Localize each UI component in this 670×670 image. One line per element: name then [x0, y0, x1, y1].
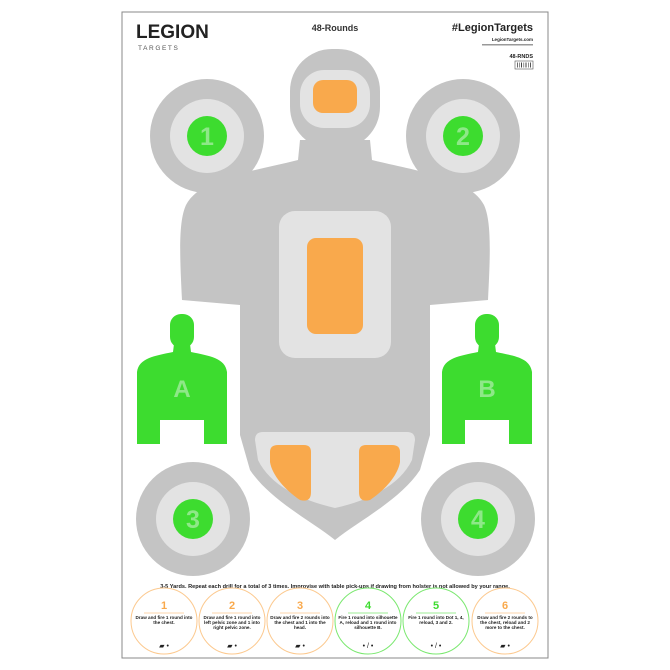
drill-text: Draw and fire 2 rounds into the chest an… [270, 615, 330, 631]
main-silhouette [180, 49, 490, 540]
drill-sequence-icon: • / • [363, 643, 374, 650]
dot-1: 1 [150, 79, 264, 193]
logo: LEGION [136, 22, 209, 43]
pelvic-right-zone [359, 445, 400, 501]
drill-circle [198, 587, 266, 655]
silhouette-a: A [137, 314, 227, 444]
drill-text: Draw and fire 1 round into left pelvic z… [203, 615, 261, 631]
drill-5: 5 • / • [402, 587, 470, 655]
drill-circle [266, 587, 334, 655]
drill-text: Fire 1 round into silhouette A, reload a… [338, 615, 398, 631]
drill-number: 5 [433, 600, 439, 612]
silhouette-b: B [442, 314, 532, 444]
logo-sub: TARGETS [138, 45, 179, 52]
drill-list: 1 ▰ • 2 ▰ • 3 ▰ • 4 • / • 5 • / • 6 ▰ • [130, 587, 539, 655]
drill-circle [334, 587, 402, 655]
copyright-line [482, 44, 533, 46]
dot-3: 3 [136, 462, 250, 576]
website: LegionTargets.com [492, 37, 533, 42]
drill-3: 3 ▰ • [266, 587, 334, 655]
drill-number: 3 [297, 600, 303, 612]
dot-label: 1 [200, 123, 214, 151]
drill-number: 6 [502, 600, 508, 612]
drill-text: Draw and fire 1 round into the chest. [135, 615, 193, 626]
instructions: 3-5 Yards. Repeat each drill for a total… [160, 584, 510, 590]
drill-number: 2 [229, 600, 235, 612]
drill-sequence-icon: • / • [431, 643, 442, 650]
drill-text: Draw and fire 2 rounds to the chest, rel… [477, 615, 533, 631]
title: 48-Rounds [312, 23, 359, 33]
drill-sequence-icon: ▰ • [500, 643, 510, 650]
drill-2: 2 ▰ • [198, 587, 266, 655]
silhouette-label: A [173, 376, 190, 403]
head-a-zone [313, 80, 357, 113]
silhouette-label: B [478, 376, 495, 403]
dot-4: 4 [421, 462, 535, 576]
drill-1: 1 ▰ • [130, 587, 198, 655]
drill-4: 4 • / • [334, 587, 402, 655]
drill-number: 1 [161, 600, 167, 612]
pelvic-left-zone [270, 445, 311, 501]
dot-label: 4 [471, 506, 485, 534]
dot-label: 2 [456, 123, 470, 151]
drill-circle [471, 587, 539, 655]
dot-label: 3 [186, 506, 200, 534]
chest-a-zone [307, 238, 363, 334]
drill-sequence-icon: ▰ • [295, 643, 305, 650]
dot-2: 2 [406, 79, 520, 193]
hashtag: #LegionTargets [452, 22, 533, 34]
drill-circle [402, 587, 470, 655]
drill-number: 4 [365, 600, 372, 612]
sku: 48-RNDS [509, 54, 533, 60]
drill-sequence-icon: ▰ • [159, 643, 169, 650]
drill-circle [130, 587, 198, 655]
barcode [514, 60, 534, 70]
drill-sequence-icon: ▰ • [227, 643, 237, 650]
drill-6: 6 ▰ • [471, 587, 539, 655]
drill-text: Fire 1 round into Dot 1, 4, reload, 3 an… [408, 615, 464, 626]
